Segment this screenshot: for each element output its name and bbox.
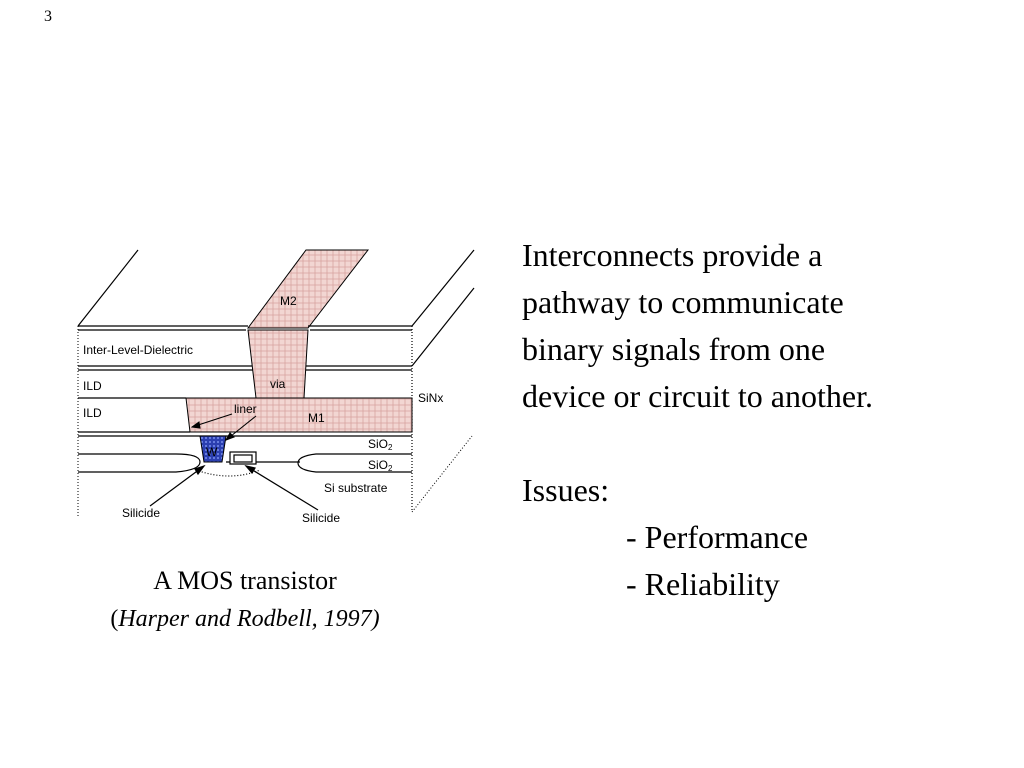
description-line: binary signals from one [522,331,826,367]
issues-label: Issues: [522,472,610,508]
ild-layer-lines [78,397,190,437]
description-line: device or circuit to another. [522,378,873,414]
m1-metal-line [185,397,413,433]
citation-open-paren: ( [110,606,119,632]
label-m1: M1 [308,411,325,425]
label-ild-lower: ILD [83,406,102,420]
diagram-citation: (Harper and Rodbell, 1997) [60,602,430,636]
page-number: 3 [44,8,52,25]
silicide-pointers [149,464,319,511]
label-silicide-left: Silicide [122,506,160,520]
label-inter-level-dielectric: Inter-Level-Dielectric [83,343,193,357]
issue-item-performance: - Performance [626,519,809,555]
top-slab-outline [77,249,475,367]
tungsten-plug [199,435,227,463]
label-m2: M2 [280,294,297,308]
label-sio2-lower: SiO2 [368,458,393,473]
label-silicide-right: Silicide [302,511,340,525]
issue-item-reliability: - Reliability [626,566,780,602]
m2-metal-line [247,249,370,329]
citation-text: Harper and Rodbell, 1997) [118,606,380,632]
description-line: Interconnects provide a [522,237,823,273]
label-si-substrate: Si substrate [324,481,388,495]
label-w: W [206,445,218,459]
label-ild-upper: ILD [83,379,102,393]
diagram-caption-title: A MOS transistor [153,566,337,595]
label-sio2-upper: SiO2 [368,437,393,452]
label-via: via [270,377,286,391]
label-liner: liner [234,402,257,416]
substrate-boundaries [77,326,473,518]
field-oxide-structure [78,451,412,477]
label-sinx: SiNx [418,391,443,405]
description-text-block: Interconnects provide a pathway to commu… [522,232,1012,608]
description-line: pathway to communicate [522,284,844,320]
liner-pointers [190,413,257,441]
